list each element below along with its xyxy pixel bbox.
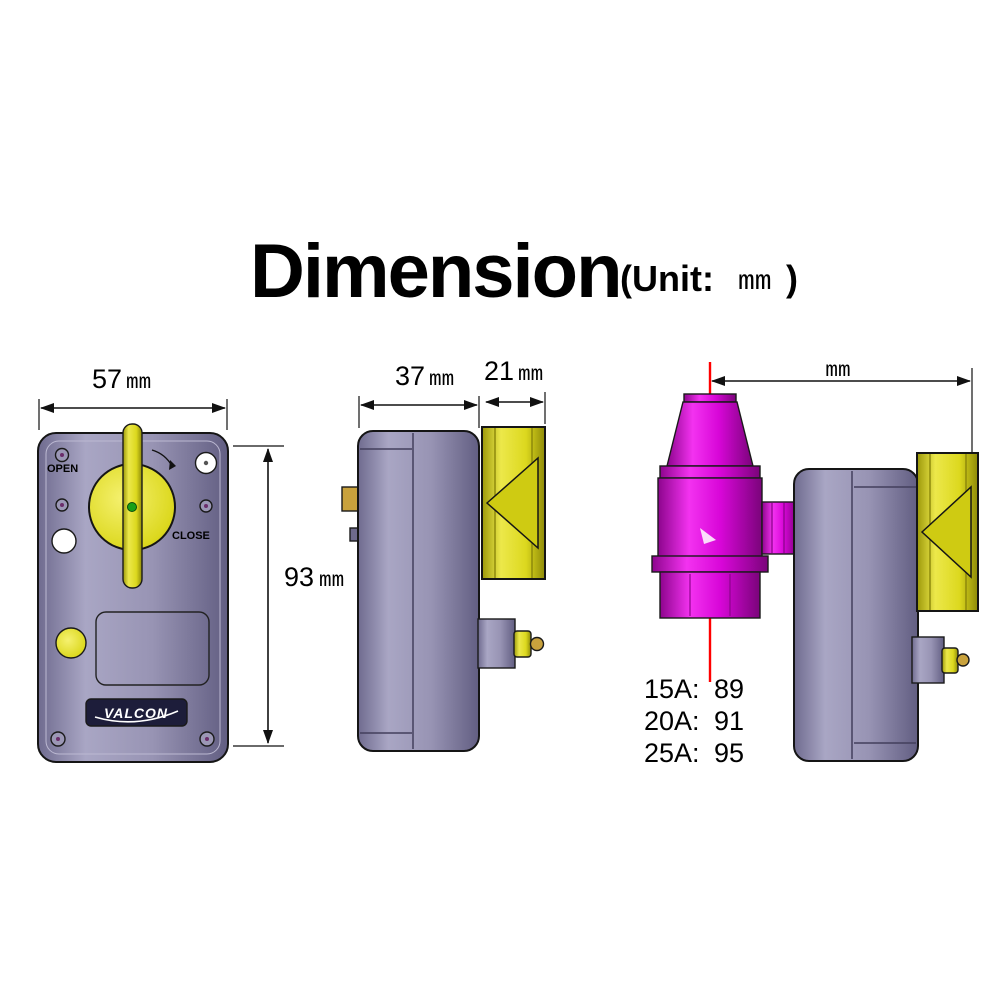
- unit-note-suffix: ): [786, 258, 798, 299]
- open-label: OPEN: [47, 463, 78, 475]
- handle-depth-value: 21: [484, 356, 514, 386]
- front-screws: [50, 447, 218, 747]
- side-depth-value: 37: [395, 361, 425, 391]
- side-actuator-body: [357, 430, 480, 752]
- side-handle-cone: [485, 456, 539, 550]
- unit-note-prefix: (Unit:: [620, 258, 714, 299]
- unit-note-value: mm: [738, 267, 772, 298]
- assembly-bottom-stub: [911, 636, 970, 684]
- front-width-value: 57: [92, 364, 122, 394]
- front-knob-and-handle: [88, 423, 176, 589]
- front-handle-pivot-dot: [127, 502, 137, 512]
- brand-badge: VALCON: [85, 698, 188, 727]
- valve-actuator-connector: [761, 501, 799, 555]
- front-width-dimension: 57 mm: [38, 364, 228, 430]
- front-view: 57 mm 93 mm: [37, 364, 344, 763]
- size-row-value: 89: [714, 674, 744, 704]
- assembly-actuator-body: [793, 468, 919, 762]
- valve-body: [651, 393, 799, 619]
- front-indicator-light: [55, 627, 87, 659]
- side-view: 37 mm 21 mm: [341, 356, 546, 752]
- front-height-value: 93: [284, 562, 314, 592]
- size-table: 15A: 89 20A: 91 25A: 95: [644, 674, 744, 768]
- size-row-label: 20A:: [644, 706, 700, 736]
- size-row-value: 95: [714, 738, 744, 768]
- handle-depth-unit: mm: [518, 364, 543, 387]
- size-row-label: 15A:: [644, 674, 700, 704]
- page-title: Dimension: [250, 229, 621, 314]
- brand-swoosh: [94, 710, 179, 723]
- side-handle: [481, 426, 546, 580]
- flow-arrow-mark: [700, 528, 716, 544]
- side-depth-dimension: 37 mm: [358, 361, 480, 428]
- assembly-handle: [916, 452, 979, 612]
- handle-depth-dimension: 21 mm: [484, 356, 546, 424]
- front-width-unit: mm: [126, 372, 151, 395]
- assembly-length-dimension: mm: [711, 360, 973, 452]
- assembly-view: mm: [644, 360, 979, 768]
- front-lower-panel: [95, 611, 210, 686]
- side-bottom-stub: [477, 618, 545, 669]
- title-block: Dimension (Unit: mm ): [250, 229, 798, 314]
- side-depth-unit: mm: [429, 369, 454, 392]
- brand-label: VALCON: [104, 705, 168, 721]
- front-height-unit: mm: [319, 570, 344, 593]
- side-cable-gland: [341, 486, 360, 512]
- close-label: CLOSE: [172, 530, 210, 542]
- size-row-value: 91: [714, 706, 744, 736]
- front-height-dimension: 93 mm: [233, 445, 344, 747]
- assembly-handle-cone: [920, 485, 972, 579]
- assembly-length-unit: mm: [825, 360, 850, 383]
- rotation-arc-arrowhead: [169, 460, 176, 470]
- size-row-label: 25A:: [644, 738, 700, 768]
